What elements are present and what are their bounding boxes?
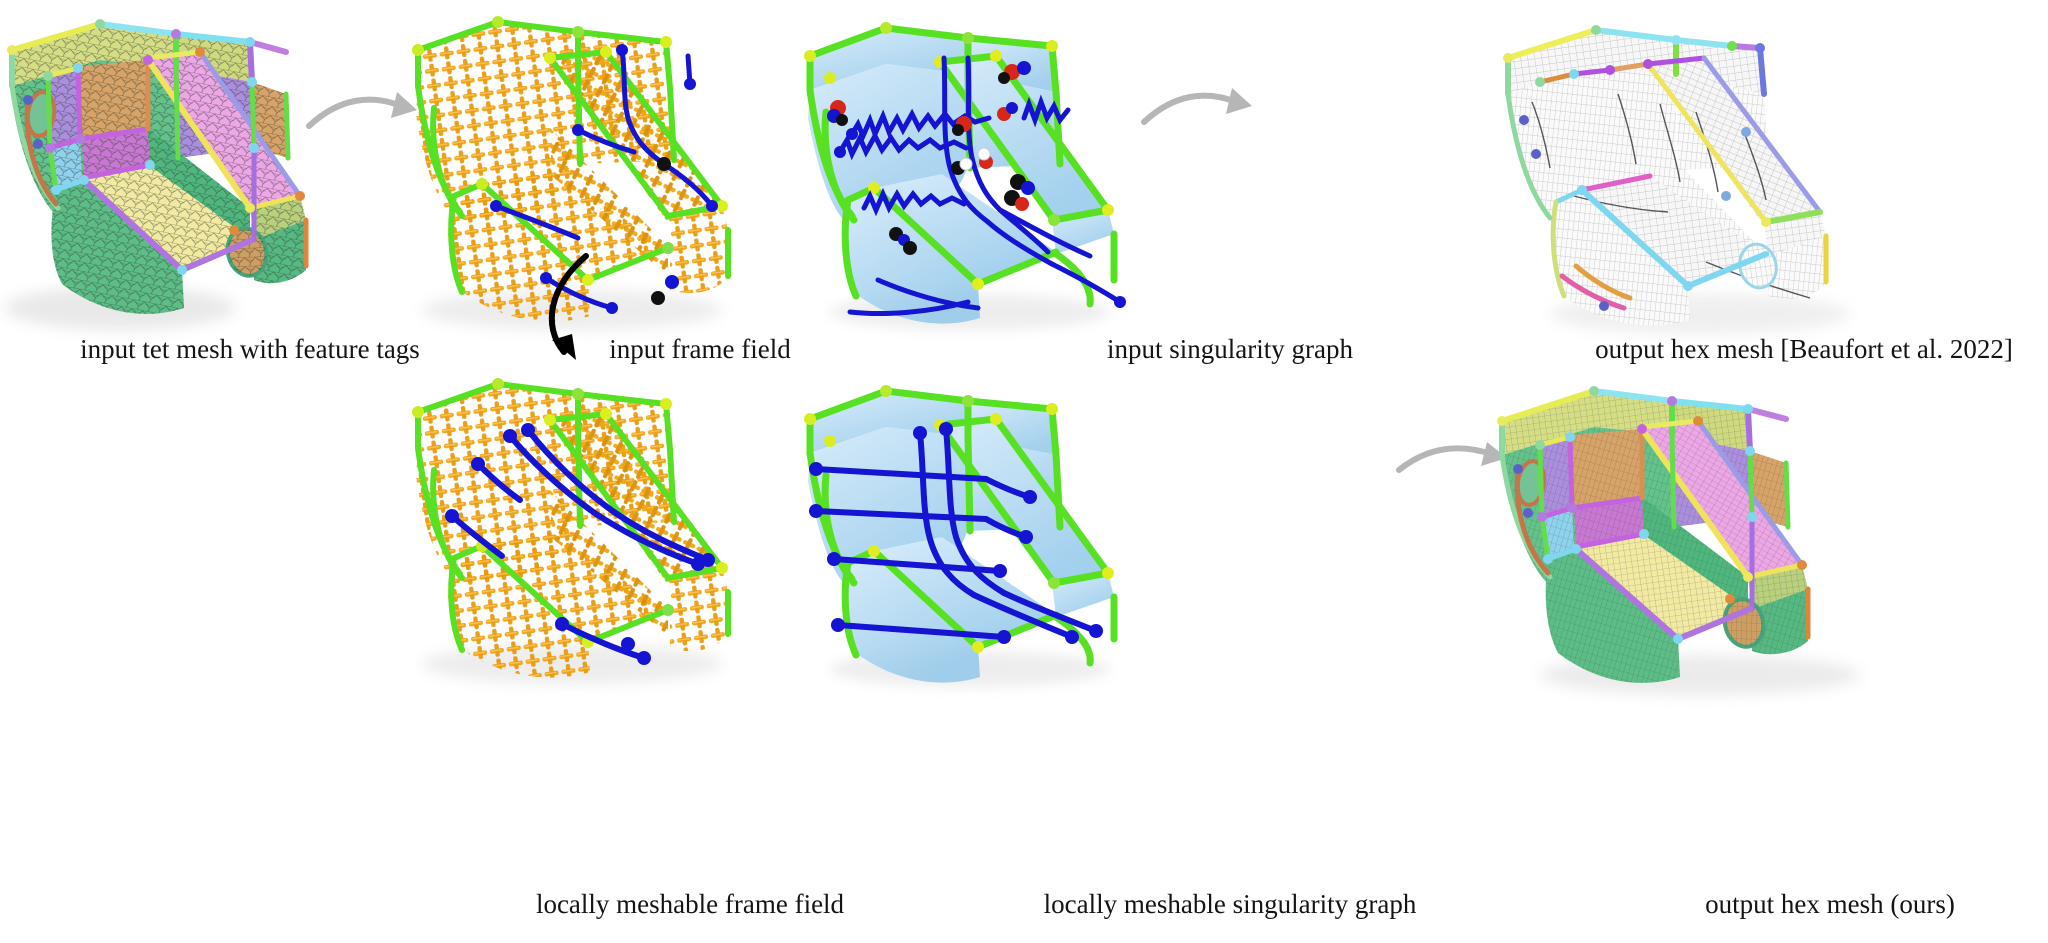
translucent-surface (808, 28, 1114, 324)
mesh-cracks (1531, 93, 1811, 299)
hex-mesh-body (1502, 391, 1808, 683)
singular-nodes (445, 423, 715, 665)
arrow-sing-to-hex (1140, 88, 1265, 138)
singularity-graph-render (804, 22, 1126, 330)
panel-locally-meshable-singularity-graph (790, 375, 1160, 695)
tet-edges (50, 139, 82, 190)
tet-edges (51, 180, 184, 314)
caption-locally-meshable-frame-field: locally meshable frame field (535, 889, 845, 919)
singularity-graph-local-render (804, 385, 1118, 687)
panel-locally-meshable-frame-field (382, 372, 772, 692)
tet-edges (148, 52, 300, 208)
caption-locally-meshable-singularity-graph: locally meshable singularity graph (1043, 889, 1417, 919)
arrow-shaft (1396, 445, 1494, 473)
frame-field-crosses (416, 384, 728, 678)
panel-output-hex-mesh-prior (1500, 14, 1900, 344)
hex-mesh-prior-render (1503, 25, 1850, 334)
arrow-tet-to-frame (305, 92, 430, 142)
feature-curves (1505, 27, 1829, 311)
singularity-curves-clean (813, 426, 1099, 640)
singular-nodes (490, 44, 718, 314)
singularity-curves-noisy (837, 55, 1123, 317)
feature-nodes (412, 378, 728, 648)
singular-nodes (809, 422, 1103, 644)
arrow-shaft (1141, 92, 1239, 125)
panel-input-tet-mesh (0, 8, 330, 348)
arrow-shaft (306, 96, 404, 129)
feature-nodes (1503, 25, 1771, 311)
tet-edges (80, 60, 148, 138)
arrow-head (552, 334, 576, 360)
hex-mesh-body (1508, 30, 1826, 326)
feature-nodes (412, 16, 728, 286)
feature-curves (1499, 388, 1811, 642)
arrow-head (391, 92, 417, 118)
frame-field-render (412, 16, 731, 330)
arrow-frame-to-local (528, 248, 648, 368)
arrow-head (1226, 88, 1252, 114)
caption-input-frame-field: input frame field (609, 334, 791, 364)
caption-input-singularity-graph: input singularity graph (1107, 334, 1353, 364)
feature-nodes (804, 385, 1114, 653)
hex-mesh-ours-render (1497, 386, 1860, 695)
tet-edges (254, 220, 306, 284)
tet-edges (227, 228, 267, 276)
tet-edges (48, 68, 80, 148)
singularity-curves-clean (449, 427, 711, 661)
singular-nodes (827, 61, 1126, 308)
tet-mesh-body (12, 24, 306, 314)
feature-curves (9, 21, 309, 273)
feature-curves (415, 19, 731, 295)
panel-output-hex-mesh-ours (1490, 375, 1910, 705)
feature-curves (415, 381, 731, 653)
tet-edges (148, 128, 250, 240)
tet-edges (84, 166, 252, 270)
caption-output-hex-mesh-ours: output hex mesh (ours) (1705, 889, 1955, 919)
panel-input-frame-field (382, 10, 772, 340)
caption-input-tet-mesh: input tet mesh with feature tags (80, 334, 420, 364)
frame-field-local-render (412, 378, 731, 684)
caption-output-hex-mesh-prior: output hex mesh [Beaufort et al. 2022] (1595, 334, 2013, 364)
feature-nodes (1497, 386, 1807, 644)
feature-nodes (7, 19, 305, 275)
tet-mesh-render (5, 19, 309, 330)
panel-input-singularity-graph (790, 12, 1160, 342)
